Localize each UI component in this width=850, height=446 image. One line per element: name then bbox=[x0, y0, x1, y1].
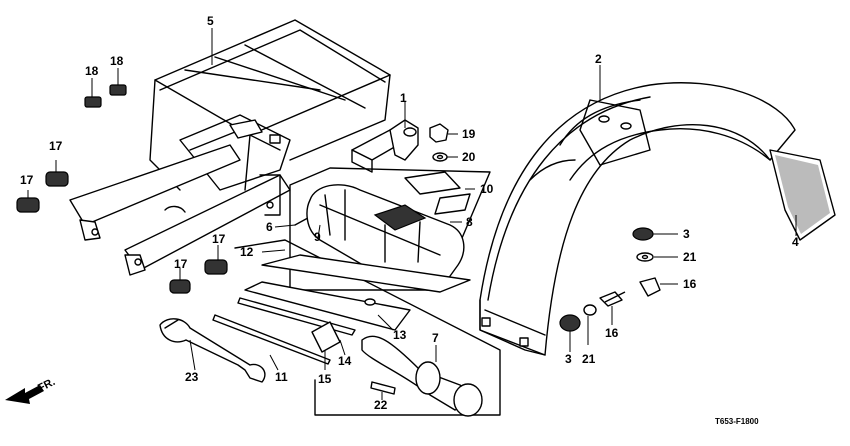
callout-1: 1 bbox=[400, 91, 407, 105]
callout-13: 13 bbox=[393, 328, 407, 342]
callout-labels: 1 2 3 3 4 5 6 7 8 9 10 11 12 13 14 15 16… bbox=[20, 14, 799, 426]
callout-14: 14 bbox=[338, 354, 352, 368]
rubber-grommets bbox=[16, 84, 228, 294]
callout-17b: 17 bbox=[20, 173, 34, 187]
tool-bracket bbox=[351, 119, 419, 173]
front-direction-arrow-icon bbox=[5, 385, 44, 404]
callout-18b: 18 bbox=[85, 64, 99, 78]
rear-fender bbox=[479, 82, 796, 356]
callout-19: 19 bbox=[462, 127, 476, 141]
callout-8: 8 bbox=[466, 215, 473, 229]
nut-and-washer bbox=[429, 123, 449, 162]
callout-7: 7 bbox=[432, 331, 439, 345]
diagram-code: T653-F1800 bbox=[715, 417, 759, 426]
callout-17c: 17 bbox=[212, 232, 226, 246]
callout-3b: 3 bbox=[565, 352, 572, 366]
tool-bag-group bbox=[289, 167, 491, 292]
carrier-rack bbox=[69, 19, 391, 276]
callout-17a: 17 bbox=[49, 139, 63, 153]
callout-6: 6 bbox=[266, 220, 273, 234]
callout-18a: 18 bbox=[110, 54, 124, 68]
wrench bbox=[159, 318, 266, 383]
callout-5: 5 bbox=[207, 14, 214, 28]
callout-21b: 21 bbox=[582, 352, 596, 366]
callout-20: 20 bbox=[462, 150, 476, 164]
callout-22: 22 bbox=[374, 398, 388, 412]
callout-17d: 17 bbox=[174, 257, 188, 271]
callout-2: 2 bbox=[595, 52, 602, 66]
callout-3a: 3 bbox=[683, 227, 690, 241]
callout-4: 4 bbox=[792, 235, 799, 249]
callout-11: 11 bbox=[275, 370, 288, 384]
fender-hardware bbox=[559, 227, 661, 332]
callout-16a: 16 bbox=[683, 277, 697, 291]
callout-21a: 21 bbox=[683, 250, 697, 264]
leader-lines bbox=[27, 28, 797, 400]
front-direction-label: FR. bbox=[36, 376, 57, 395]
callout-16b: 16 bbox=[605, 326, 619, 340]
reflector-plate bbox=[769, 149, 836, 241]
callout-9: 9 bbox=[314, 230, 321, 244]
tool-set-group bbox=[212, 239, 501, 417]
callout-10: 10 bbox=[480, 182, 494, 196]
callout-23: 23 bbox=[185, 370, 199, 384]
callout-15: 15 bbox=[318, 372, 332, 386]
callout-12: 12 bbox=[240, 245, 254, 259]
